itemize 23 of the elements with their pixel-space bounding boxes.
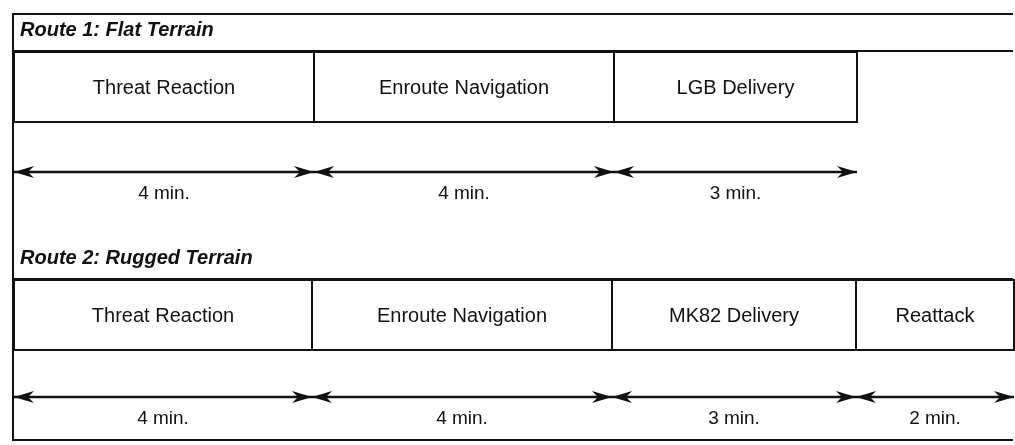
phase-label: Threat Reaction [92, 75, 236, 99]
duration-label: 4 min. [137, 407, 189, 429]
duration-label: 4 min. [436, 407, 488, 429]
phase-box [855, 279, 1015, 351]
duration-label: 4 min. [438, 182, 490, 204]
phase-label: LGB Delivery [676, 75, 795, 99]
phase-box [313, 51, 615, 123]
duration-label: 2 min. [909, 407, 961, 429]
route-heading: Route 1: Flat Terrain [20, 18, 214, 41]
duration-label: 3 min. [708, 407, 760, 429]
phase-label: Enroute Navigation [376, 303, 548, 327]
route-heading: Route 2: Rugged Terrain [20, 246, 253, 269]
phase-label: MK82 Delivery [668, 303, 799, 327]
phase-box [13, 279, 313, 351]
duration-label: 3 min. [709, 182, 762, 204]
phase-box [613, 51, 858, 123]
phase-label: Threat Reaction [91, 303, 235, 327]
phase-label: Reattack [895, 303, 975, 327]
phase-box [611, 279, 857, 351]
duration-label: 4 min. [138, 182, 190, 204]
phase-box [311, 279, 613, 351]
phase-box [13, 51, 315, 123]
phase-label: Enroute Navigation [378, 75, 550, 99]
